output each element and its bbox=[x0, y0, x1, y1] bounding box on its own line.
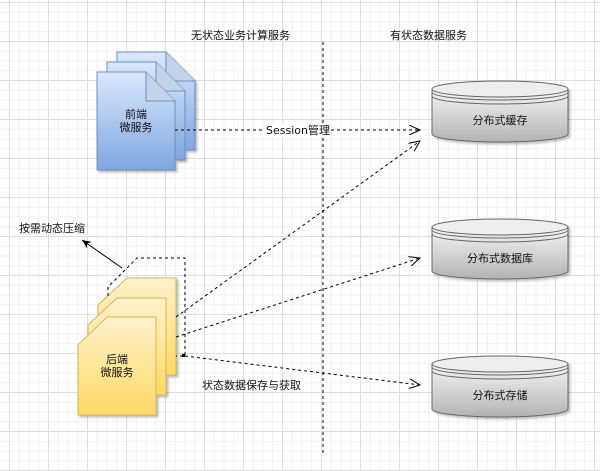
frontend-service-stack[interactable] bbox=[96, 51, 196, 171]
header-stateful: 有状态数据服务 bbox=[390, 29, 467, 42]
edge-label-session: Session管理 bbox=[266, 124, 330, 137]
cylinder-cache[interactable] bbox=[431, 80, 569, 143]
edge-label-scale: 按需动态压缩 bbox=[19, 222, 85, 235]
frontend-label: 前端 微服务 bbox=[97, 108, 175, 134]
backend-label-line2: 微服务 bbox=[100, 366, 134, 379]
scale-boundary bbox=[107, 257, 186, 357]
store-label-cache: 分布式缓存 bbox=[472, 114, 528, 127]
backend-service-stack[interactable] bbox=[77, 277, 177, 416]
edge-backend-database bbox=[175, 258, 420, 338]
store-label-storage: 分布式存储 bbox=[472, 389, 528, 402]
edge-backend-cache bbox=[175, 141, 420, 318]
cylinder-storage[interactable] bbox=[431, 355, 569, 418]
backend-label: 后端 微服务 bbox=[78, 353, 156, 379]
frontend-label-line2: 微服务 bbox=[119, 121, 153, 134]
cylinder-database[interactable] bbox=[431, 218, 569, 280]
header-stateless: 无状态业务计算服务 bbox=[191, 29, 290, 42]
frontend-label-line1: 前端 bbox=[125, 108, 147, 121]
store-label-database: 分布式数据库 bbox=[467, 252, 533, 265]
backend-label-line1: 后端 bbox=[106, 353, 128, 366]
edge-label-state-data: 状态数据保存与获取 bbox=[202, 379, 301, 392]
scale-arrow bbox=[81, 239, 123, 269]
backend-doc-1 bbox=[77, 316, 157, 416]
